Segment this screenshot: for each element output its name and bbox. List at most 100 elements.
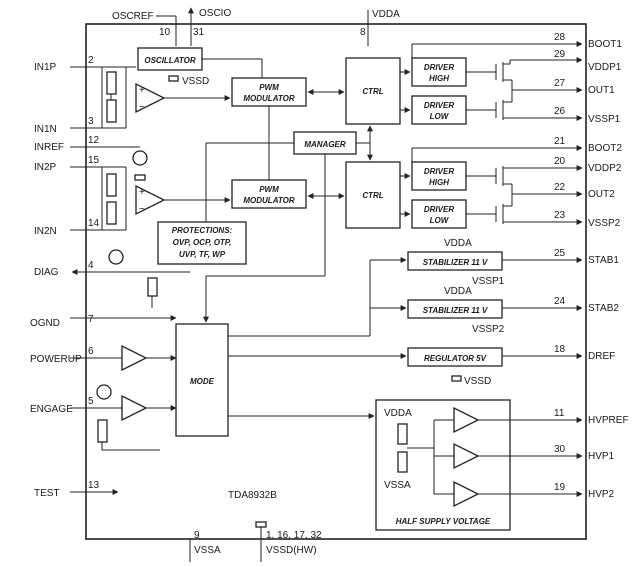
- driver-high-2: [411, 161, 467, 191]
- vddp1-label: VDDP1: [588, 62, 622, 73]
- in2p-pin: 15: [88, 155, 100, 166]
- vssa-pin: 9: [194, 530, 200, 541]
- driver-high-2-label: DRIVER: [424, 167, 454, 176]
- in1n-label: IN1N: [34, 124, 57, 135]
- hsv-vssa-label: VSSA: [384, 480, 411, 491]
- ctrl-1-block: [345, 57, 401, 125]
- in1n-pin: 3: [88, 116, 94, 127]
- in1-resistor-bottom: [106, 99, 117, 123]
- stab1-vssp1-label: VSSP1: [472, 276, 505, 287]
- in2-resistor-top: [106, 173, 117, 197]
- hvp1-label: HVP1: [588, 451, 615, 462]
- pwm-modulator-2-label: PWM: [259, 185, 279, 194]
- hvp2-pin: 19: [554, 482, 566, 493]
- oscillator-label: OSCILLATOR: [144, 56, 195, 65]
- stabilizer-1-block: [407, 251, 503, 271]
- reg-vssd-label: VSSD: [464, 376, 491, 387]
- stabilizer-2-label: STABILIZER 11 V: [423, 306, 488, 315]
- diag-current-source: [108, 249, 124, 265]
- in1p-label: IN1P: [34, 62, 57, 73]
- diag-resistor: [147, 277, 158, 297]
- engage-label: ENGAGE: [30, 404, 73, 415]
- oscref-pin: 10: [159, 27, 171, 38]
- vssd-ground-symbol: [168, 75, 179, 82]
- diag-label: DIAG: [34, 267, 59, 278]
- stab2-signal-label: STAB2: [588, 303, 619, 314]
- boot2-pin: 21: [554, 136, 566, 147]
- boot1-label: BOOT1: [588, 39, 622, 50]
- protections-label: OVP, OCP, OTP,: [173, 238, 232, 247]
- in1-amplifier: [135, 82, 166, 114]
- driver-high-1-label: DRIVER: [424, 63, 454, 72]
- dref-pin: 18: [554, 344, 566, 355]
- vssd-hw-label: VSSD(HW): [266, 545, 317, 556]
- vssp1-pin: 26: [554, 106, 566, 117]
- diag-pin: 4: [88, 260, 94, 271]
- pwm-modulator-2-label: MODULATOR: [243, 196, 294, 205]
- in2n-pin: 14: [88, 218, 100, 229]
- mode-block: [175, 323, 229, 437]
- hsv-resistor-top: [397, 423, 408, 445]
- ctrl-2-block: [345, 161, 401, 229]
- in2p-label: IN2P: [34, 162, 57, 173]
- engage-resistor: [97, 419, 108, 443]
- inref-label: INREF: [34, 142, 64, 153]
- test-pin: 13: [88, 480, 100, 491]
- test-label: TEST: [34, 488, 60, 499]
- regulator-label: REGULATOR 5V: [424, 354, 487, 363]
- driver-high-2-label: HIGH: [429, 178, 449, 187]
- powerup-buffer: [121, 344, 148, 372]
- out2-pin: 22: [554, 182, 566, 193]
- stabilizer-1-label: STABILIZER 11 V: [423, 258, 488, 267]
- stab1-signal-label: STAB1: [588, 255, 619, 266]
- in2-resistor-bottom: [106, 201, 117, 225]
- out1-label: OUT1: [588, 85, 615, 96]
- chip-outline: [85, 23, 587, 540]
- ctrl-1-label: CTRL: [362, 87, 383, 96]
- vdda-label: VDDA: [372, 9, 400, 20]
- oscio-label: OSCIO: [199, 8, 231, 19]
- hvpref-pin: 11: [554, 408, 565, 419]
- vssp1-label: VSSP1: [588, 114, 621, 125]
- vssd-hw-pin: 1, 16, 17, 32: [266, 530, 322, 541]
- hvp2-label: HVP2: [588, 489, 615, 500]
- pwm-modulator-1-label: PWM: [259, 83, 279, 92]
- engage-pin: 5: [88, 396, 94, 407]
- vddp1-pin: 29: [554, 49, 566, 60]
- dref-label: DREF: [588, 351, 615, 362]
- engage-current-source: [96, 384, 112, 400]
- protections-block: [157, 221, 247, 265]
- vssp2-label: VSSP2: [588, 218, 621, 229]
- inref-ground-symbol: [134, 174, 146, 181]
- boot2-label: BOOT2: [588, 143, 622, 154]
- driver-high-1: [411, 57, 467, 87]
- protections-label: UVP, TF, WP: [179, 250, 226, 259]
- in1p-pin: 2: [88, 55, 94, 66]
- powerup-pin: 6: [88, 346, 94, 357]
- stab2-vdda-label: VDDA: [444, 286, 472, 297]
- ognd-pin: 7: [88, 314, 94, 325]
- half-supply-label: HALF SUPPLY VOLTAGE: [396, 517, 491, 526]
- hvp1-pin: 30: [554, 444, 566, 455]
- in2-amplifier: [135, 184, 166, 216]
- pwm-modulator-1-label: MODULATOR: [243, 94, 294, 103]
- ctrl-2-label: CTRL: [362, 191, 383, 200]
- vssd-hw-ground-symbol: [255, 521, 267, 528]
- inref-current-source: [132, 150, 148, 166]
- stab2-vssp2-label: VSSP2: [472, 324, 505, 335]
- vssa-bottom-label: VSSA: [194, 545, 221, 556]
- mode-label: MODE: [190, 377, 215, 386]
- vssp2-pin: 23: [554, 210, 566, 221]
- driver-low-2-label: DRIVER: [424, 205, 454, 214]
- stab1-vdda-label: VDDA: [444, 238, 472, 249]
- oscio-pin: 31: [193, 27, 205, 38]
- oscref-label: OSCREF: [112, 11, 154, 22]
- regulator-block: [407, 347, 503, 367]
- in2-amp-minus: −: [139, 204, 145, 215]
- hvpref-label: HVPREF: [588, 415, 629, 426]
- vddp2-pin: 20: [554, 156, 566, 167]
- driver-low-2-label: LOW: [430, 216, 450, 225]
- in1-resistor-top: [106, 71, 117, 95]
- vssd-label-osc: VSSD: [182, 76, 209, 87]
